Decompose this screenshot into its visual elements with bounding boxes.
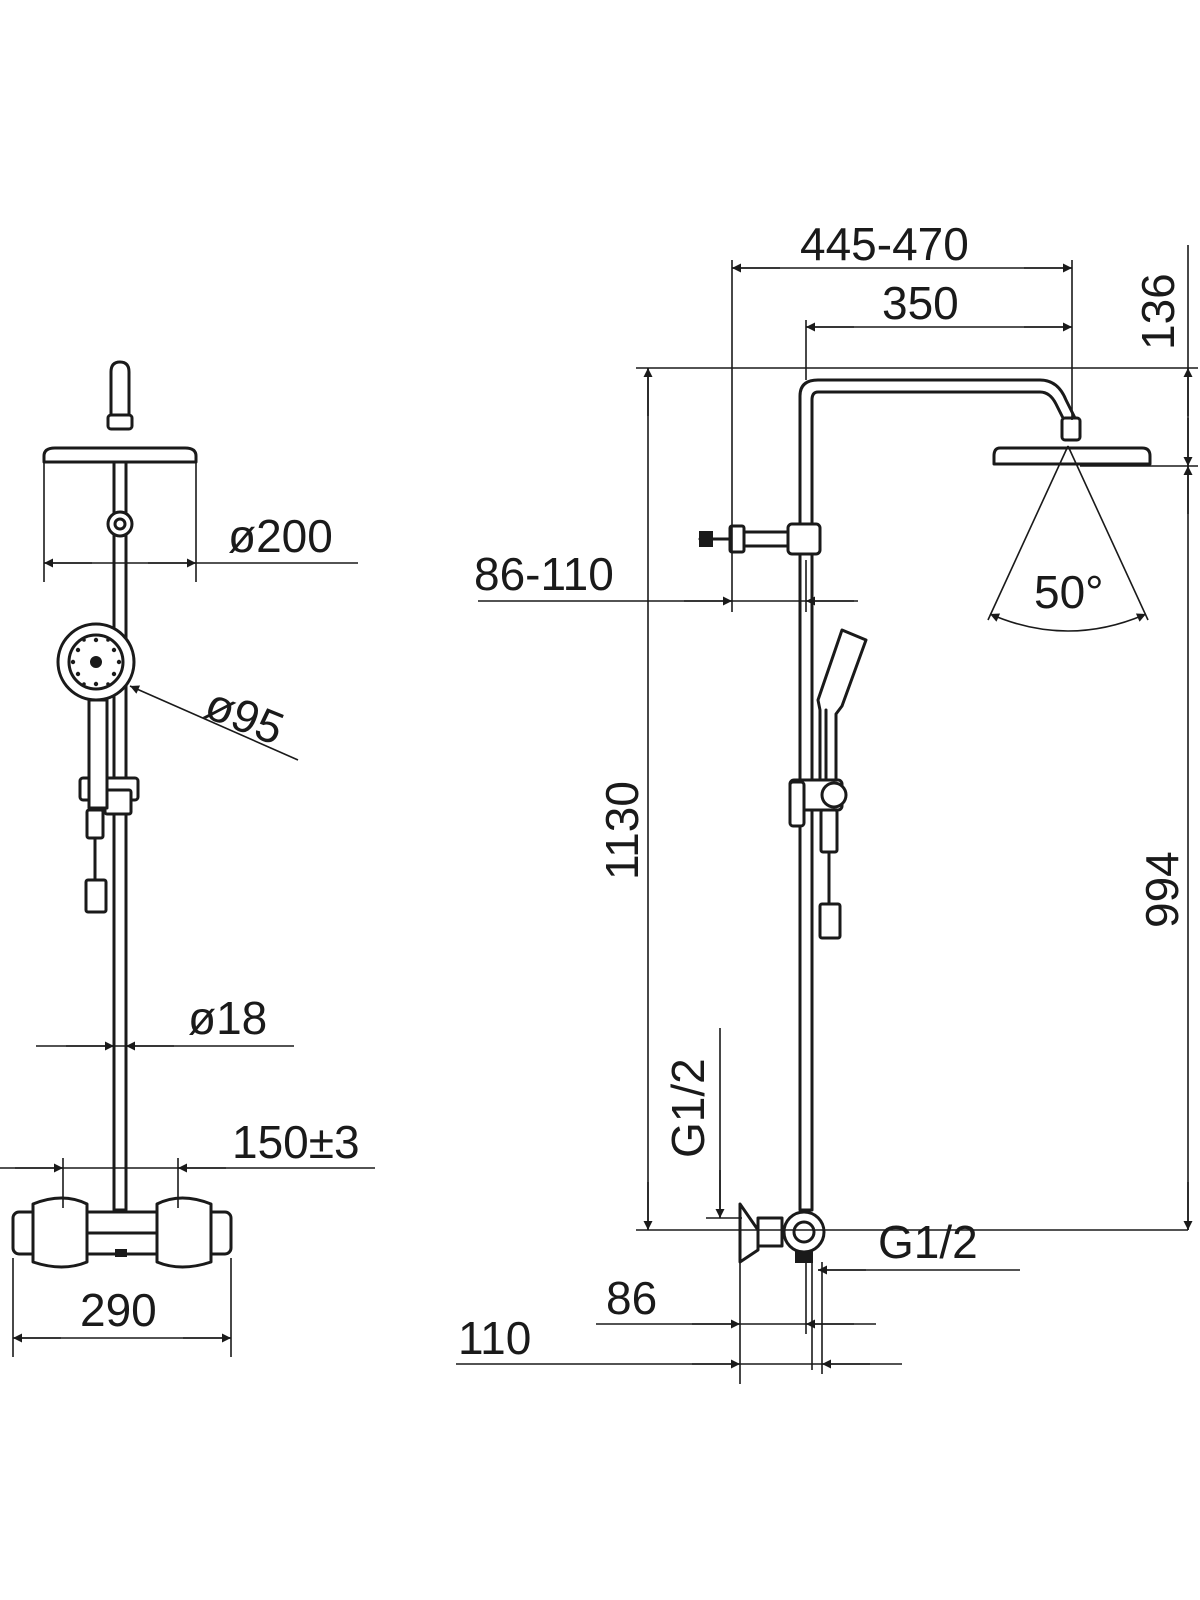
spray-angle-group bbox=[987, 445, 1149, 632]
label-rail-diameter: ø18 bbox=[188, 992, 267, 1044]
label-inlet-thread-vertical: G1/2 bbox=[662, 1058, 714, 1158]
front-top-stem bbox=[109, 360, 131, 417]
label-spray-angle: 50° bbox=[1034, 566, 1104, 618]
label-bracket-offset: 86-110 bbox=[474, 548, 614, 600]
front-hand-shower-handle bbox=[87, 698, 109, 810]
side-mixer-knob bbox=[782, 1210, 826, 1254]
front-mixer-right-knob bbox=[155, 1196, 213, 1269]
dimension-labels: ø200 ø95 ø18 150±3 290 445-470 350 136 8… bbox=[80, 218, 1188, 1364]
label-head-diameter: ø200 bbox=[228, 510, 333, 562]
front-view bbox=[11, 360, 233, 1269]
label-mixer-width: 290 bbox=[80, 1284, 157, 1336]
label-head-drop: 136 bbox=[1132, 273, 1184, 350]
label-wall-offset-max: 110 bbox=[458, 1312, 531, 1364]
front-head-connector bbox=[106, 413, 134, 431]
label-head-height: 994 bbox=[1136, 851, 1188, 928]
front-rail bbox=[112, 460, 128, 1212]
label-arm-projection: 350 bbox=[882, 277, 959, 329]
label-arm-reach: 445-470 bbox=[800, 218, 969, 270]
side-head-connector bbox=[1060, 416, 1082, 442]
front-wall-bracket bbox=[106, 510, 134, 538]
front-dimensions bbox=[0, 460, 375, 1357]
label-inlet-thread-horizontal: G1/2 bbox=[878, 1216, 978, 1268]
label-inlet-centres: 150±3 bbox=[232, 1116, 360, 1168]
spray-angle-arc bbox=[989, 613, 1147, 632]
label-hand-shower-diameter: ø95 bbox=[198, 677, 291, 755]
front-overhead-shower bbox=[42, 446, 198, 464]
side-wall-flange bbox=[738, 1202, 760, 1264]
side-dimensions bbox=[456, 245, 1198, 1384]
label-total-height: 1130 bbox=[596, 781, 648, 880]
front-mixer-left-knob bbox=[31, 1196, 89, 1269]
label-wall-offset-min: 86 bbox=[606, 1272, 657, 1324]
side-view bbox=[698, 378, 1152, 1264]
